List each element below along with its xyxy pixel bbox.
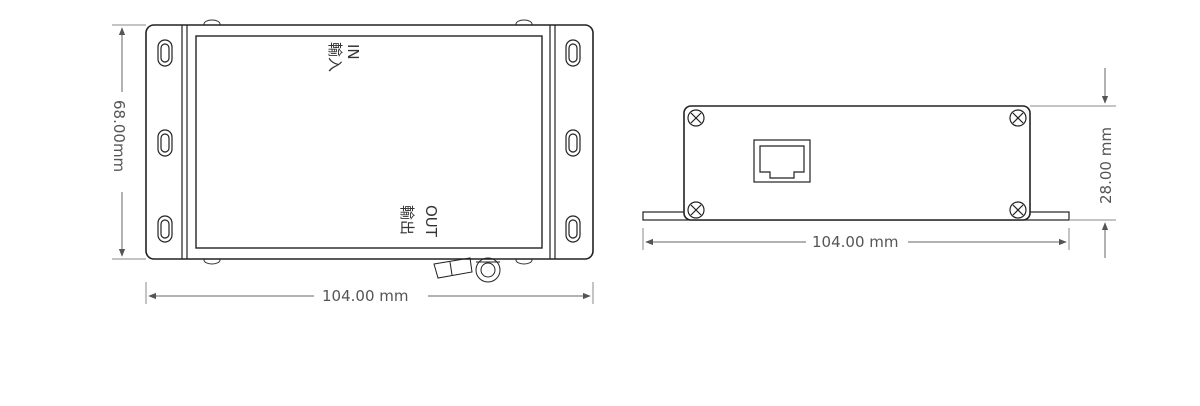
screw-icon xyxy=(1009,109,1027,127)
out-label: OUT xyxy=(422,205,440,238)
rj45-port-icon xyxy=(753,139,811,183)
screw-icon xyxy=(687,201,705,219)
in-label: IN xyxy=(344,44,362,60)
top-view-panel xyxy=(195,35,543,249)
in-label-cn: 輸入 xyxy=(326,42,344,72)
out-label-cn: 輸出 xyxy=(398,205,416,235)
screw-icon xyxy=(687,109,705,127)
side-view-width-label: 104.00 mm xyxy=(812,233,898,251)
top-view-outline xyxy=(145,24,594,260)
side-view-height-label: 28.00 mm xyxy=(1097,127,1115,204)
side-view: 104.00 mm 28.00 mm xyxy=(642,68,1116,258)
side-view-body xyxy=(683,105,1031,221)
top-view-height-label: 68.00mm xyxy=(110,100,128,172)
mounting-slots-right xyxy=(565,39,581,243)
top-view: IN 輸入 OUT 輸出 68.00mm 104.00 mm xyxy=(110,19,594,305)
connector-sketch xyxy=(433,257,501,283)
screw-icon xyxy=(1009,201,1027,219)
top-view-width-label: 104.00 mm xyxy=(322,287,408,305)
mounting-slots-left xyxy=(157,39,173,243)
